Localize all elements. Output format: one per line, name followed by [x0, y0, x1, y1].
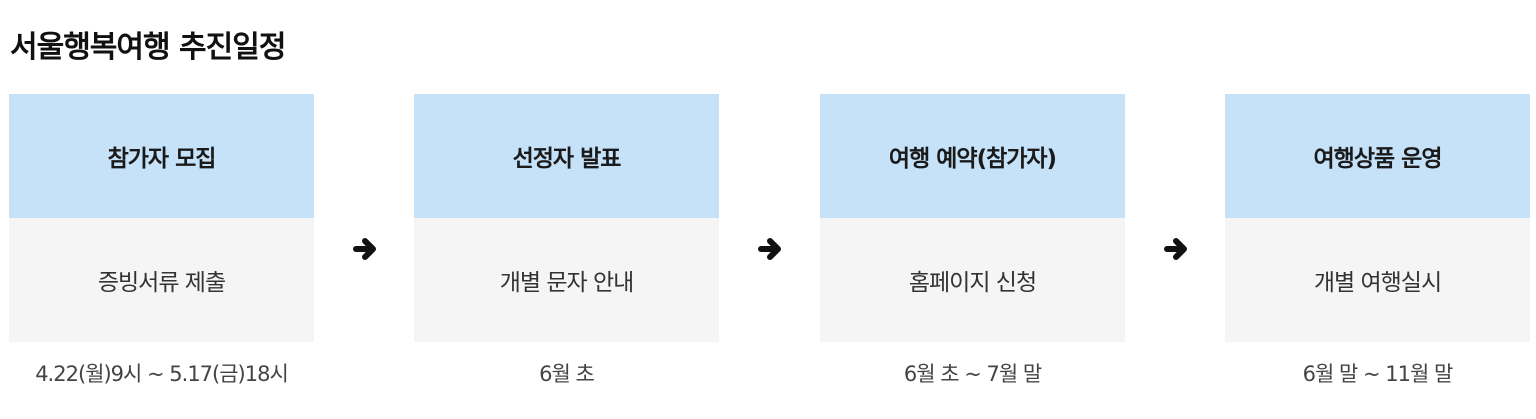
arrow-right-icon — [757, 234, 785, 264]
schedule-steps: 참가자 모집 증빙서류 제출 4.22(월)9시 ~ 5.17(금)18시 선정… — [9, 94, 1530, 404]
step-period: 4.22(월)9시 ~ 5.17(금)18시 — [35, 362, 289, 386]
step-detail: 개별 여행실시 — [1225, 218, 1530, 342]
step-period: 6월 초 ~ 7월 말 — [903, 362, 1042, 386]
step-announcement: 선정자 발표 개별 문자 안내 6월 초 — [414, 94, 719, 404]
arrow-right-icon — [352, 234, 380, 264]
step-reservation: 여행 예약(참가자) 홈페이지 신청 6월 초 ~ 7월 말 — [820, 94, 1125, 404]
step-heading: 선정자 발표 — [414, 94, 719, 218]
arrow-right-icon — [1163, 234, 1191, 264]
step-heading: 참가자 모집 — [9, 94, 314, 218]
step-period: 6월 초 — [539, 362, 595, 386]
step-recruitment: 참가자 모집 증빙서류 제출 4.22(월)9시 ~ 5.17(금)18시 — [9, 94, 314, 404]
step-detail: 증빙서류 제출 — [9, 218, 314, 342]
step-operation: 여행상품 운영 개별 여행실시 6월 말 ~ 11월 말 — [1225, 94, 1530, 404]
step-heading: 여행상품 운영 — [1225, 94, 1530, 218]
step-period: 6월 말 ~ 11월 말 — [1302, 362, 1454, 386]
step-detail: 홈페이지 신청 — [820, 218, 1125, 342]
page-title: 서울행복여행 추진일정 — [10, 30, 286, 65]
step-detail: 개별 문자 안내 — [414, 218, 719, 342]
step-heading: 여행 예약(참가자) — [820, 94, 1125, 218]
